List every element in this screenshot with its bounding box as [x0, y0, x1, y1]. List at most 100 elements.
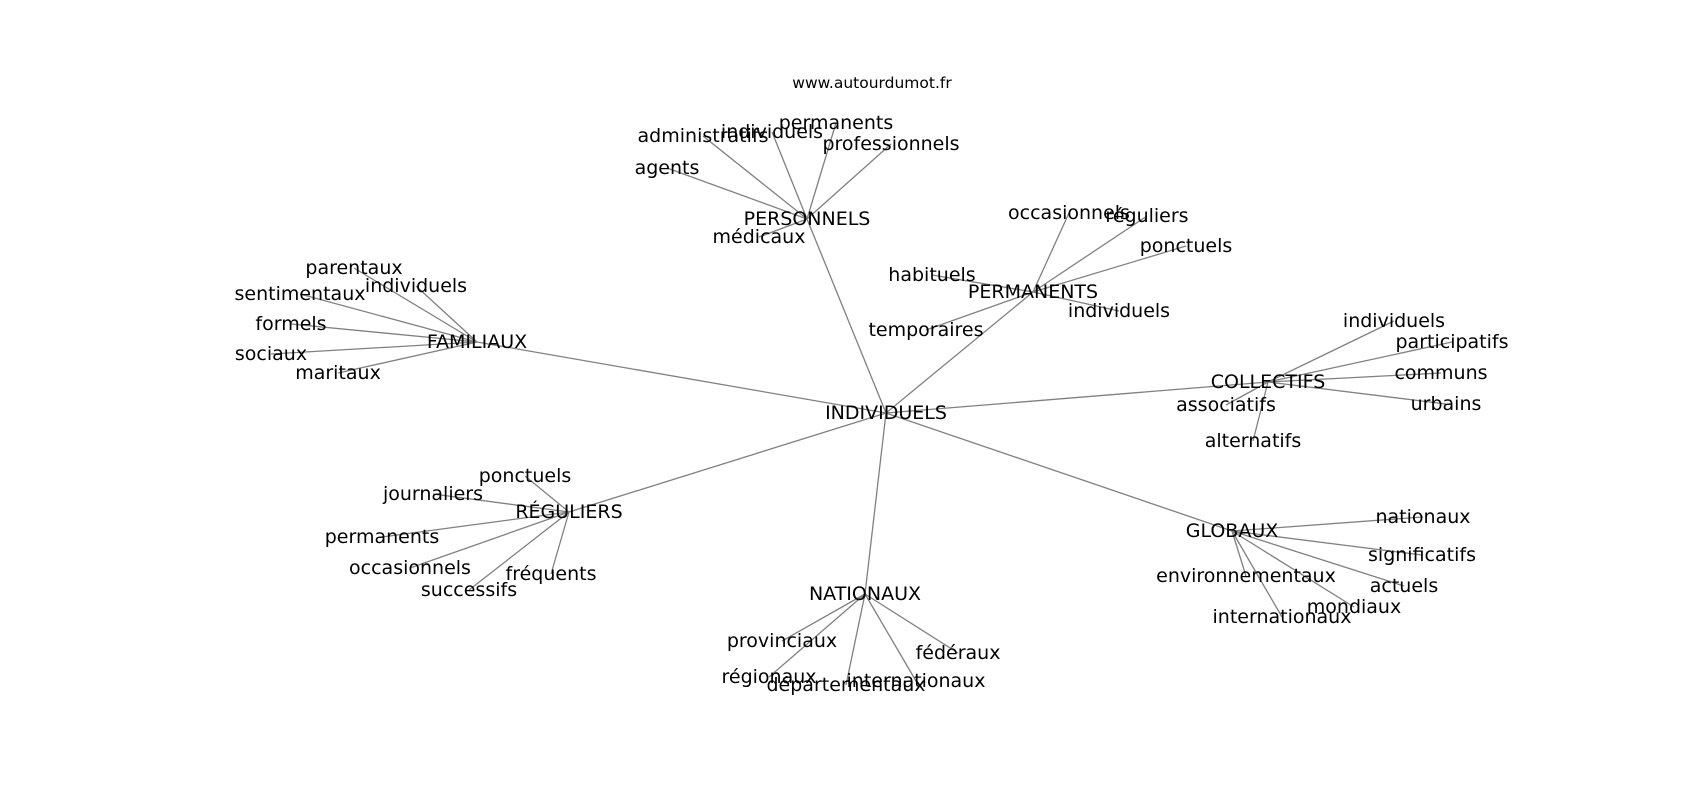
edge-group-to-leaf: [381, 511, 570, 538]
leaf-node-label: associatifs: [1176, 394, 1276, 416]
leaf-node-label: professionnels: [822, 133, 959, 155]
edge-group-to-leaf: [1267, 320, 1395, 383]
edge-center-to-group: [568, 412, 887, 513]
group-node-label: PERMANENTS: [968, 281, 1098, 303]
leaf-node-label: permanents: [779, 112, 894, 134]
graph-edges: [270, 122, 1453, 686]
edge-group-to-leaf: [864, 593, 917, 682]
edge-group-to-leaf: [1032, 291, 1120, 312]
edge-group-to-leaf: [337, 341, 478, 374]
leaf-node-label: occasionnels: [349, 557, 471, 579]
edge-group-to-leaf: [806, 143, 892, 220]
edge-group-to-leaf: [1267, 381, 1447, 405]
leaf-node-label: internationaux: [1213, 606, 1352, 628]
leaf-node-label: individuels: [721, 121, 823, 143]
leaf-node-label: régionaux: [721, 666, 816, 688]
edge-group-to-leaf: [1231, 530, 1355, 608]
edge-group-to-leaf: [781, 593, 866, 642]
edge-center-to-group: [885, 381, 1269, 414]
edge-group-to-leaf: [931, 274, 1034, 293]
center-node-label: INDIVIDUELS: [825, 402, 947, 424]
leaf-node-label: significatifs: [1368, 544, 1476, 566]
edge-group-to-leaf: [702, 135, 808, 220]
leaf-node-label: médicaux: [713, 226, 806, 248]
group-node-label: FAMILIAUX: [427, 331, 527, 353]
group-node-label: RÉGULIERS: [515, 500, 622, 523]
edge-group-to-leaf: [1267, 341, 1453, 383]
group-node-label: GLOBAUX: [1186, 520, 1279, 542]
leaf-node-label: fédéraux: [916, 642, 1001, 664]
edge-group-to-leaf: [299, 293, 478, 343]
edge-group-to-leaf: [1231, 530, 1405, 587]
leaf-node-label: journaliers: [382, 483, 483, 505]
edge-group-to-leaf: [409, 511, 570, 569]
edge-center-to-group: [885, 412, 1233, 532]
edge-center-to-group: [806, 218, 887, 414]
leaf-node-label: participatifs: [1396, 331, 1509, 353]
leaf-node-label: fréquents: [506, 563, 597, 585]
group-node-label: PERSONNELS: [744, 208, 871, 230]
group-node-label: NATIONAUX: [809, 583, 921, 605]
leaf-node-label: actuels: [1370, 575, 1438, 597]
edge-group-to-leaf: [771, 131, 808, 220]
edge-group-to-leaf: [290, 323, 478, 343]
edge-group-to-leaf: [1225, 381, 1269, 406]
edge-center-to-group: [476, 341, 887, 414]
edge-center-to-group: [864, 412, 887, 595]
leaf-node-label: mondiaux: [1307, 596, 1401, 618]
edge-group-to-leaf: [1032, 215, 1148, 293]
edge-group-to-leaf: [845, 593, 866, 686]
edge-group-to-leaf: [270, 341, 478, 355]
leaf-node-label: provinciaux: [727, 630, 837, 652]
leaf-node-label: ponctuels: [1140, 235, 1233, 257]
edge-group-to-leaf: [415, 285, 478, 343]
graph-labels: www.autourdumot.fr INDIVIDUELS PERSONNELS…: [235, 74, 1509, 696]
leaf-node-label: individuels: [365, 275, 467, 297]
edge-group-to-leaf: [550, 511, 570, 575]
leaf-node-label: administratifs: [638, 125, 769, 147]
edge-group-to-leaf: [1231, 530, 1423, 556]
leaf-node-label: individuels: [1343, 310, 1445, 332]
leaf-node-label: réguliers: [1105, 205, 1188, 227]
leaf-node-label: environnementaux: [1156, 565, 1336, 587]
edge-group-to-leaf: [666, 167, 808, 220]
leaf-node-label: formels: [255, 313, 326, 335]
leaf-node-label: sociaux: [235, 343, 307, 365]
leaf-node-label: sentimentaux: [235, 283, 366, 305]
leaf-node-label: urbains: [1411, 393, 1482, 415]
leaf-node-label: successifs: [421, 579, 517, 601]
leaf-node-label: nationaux: [1375, 506, 1470, 528]
edge-group-to-leaf: [468, 511, 570, 591]
leaf-node-label: habituels: [888, 264, 975, 286]
leaf-node-label: maritaux: [295, 362, 381, 384]
leaf-node-label: parentaux: [305, 257, 402, 279]
edge-group-to-leaf: [768, 593, 866, 678]
leaf-node-label: temporaires: [868, 319, 983, 341]
edge-group-to-leaf: [1267, 372, 1442, 383]
edge-group-to-leaf: [925, 291, 1034, 331]
edge-group-to-leaf: [806, 122, 837, 220]
edge-group-to-leaf: [353, 267, 478, 343]
edge-center-to-group: [885, 291, 1034, 414]
site-watermark: www.autourdumot.fr: [792, 74, 952, 92]
leaf-node-label: alternatifs: [1205, 430, 1302, 452]
leaf-node-label: ponctuels: [479, 465, 572, 487]
leaf-node-label: individuels: [1068, 300, 1170, 322]
edge-group-to-leaf: [1032, 212, 1070, 293]
edge-group-to-leaf: [1252, 381, 1269, 442]
leaf-node-label: occasionnels: [1008, 202, 1130, 224]
leaf-node-label: agents: [635, 157, 700, 179]
group-node-label: COLLECTIFS: [1211, 371, 1326, 393]
edge-group-to-leaf: [1231, 530, 1247, 577]
leaf-node-label: internationaux: [847, 670, 986, 692]
leaf-node-label: départementaux: [766, 674, 925, 696]
leaf-node-label: permanents: [325, 526, 440, 548]
edge-group-to-leaf: [864, 593, 959, 654]
edge-group-to-leaf: [1231, 516, 1424, 532]
edge-group-to-leaf: [524, 475, 570, 513]
edge-group-to-leaf: [1032, 245, 1187, 293]
edge-group-to-leaf: [1231, 530, 1283, 618]
edge-group-to-leaf: [758, 218, 808, 238]
edge-group-to-leaf: [432, 493, 570, 513]
